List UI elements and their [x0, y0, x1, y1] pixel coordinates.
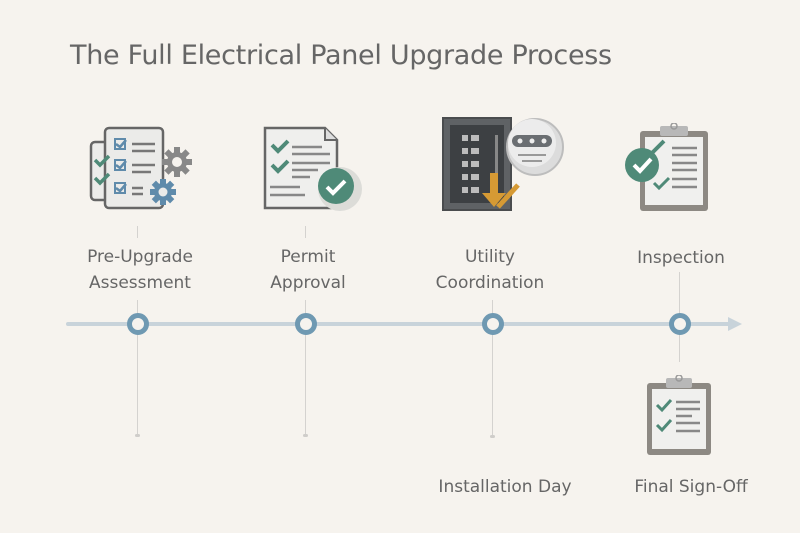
clipboard-check-icon: [625, 123, 708, 211]
connector-end: [490, 435, 495, 438]
label-line: Installation Day: [438, 477, 572, 497]
connector-line: [137, 226, 138, 238]
step-label-utility-coordination: Utility Coordination: [436, 244, 545, 296]
step-label-inspection: Inspection: [637, 245, 725, 271]
connector-end: [135, 434, 140, 437]
label-line: Utility: [464, 247, 516, 267]
label-line: Approval: [270, 273, 346, 293]
step-label-installation-day: Installation Day: [438, 474, 571, 500]
label-line: Inspection: [637, 248, 725, 268]
step-label-final-sign-off: Final Sign-Off: [634, 474, 747, 500]
timeline-node: [127, 313, 149, 335]
checklist-gears-icon: [89, 126, 192, 210]
connector-line: [137, 300, 138, 436]
label-line: Permit: [280, 247, 336, 267]
connector-line: [492, 300, 493, 437]
timeline-axis: [66, 322, 732, 326]
timeline-node: [669, 313, 691, 335]
connector-line: [305, 300, 306, 436]
label-line: Assessment: [89, 273, 191, 293]
page-title: The Full Electrical Panel Upgrade Proces…: [70, 40, 612, 71]
connector-line: [305, 226, 306, 238]
clipboard-checklist-icon: [647, 375, 711, 455]
step-label-pre-upgrade-assessment: Pre-Upgrade Assessment: [87, 244, 193, 296]
timeline-node: [295, 313, 317, 335]
timeline-node: [482, 313, 504, 335]
label-line: Coordination: [435, 273, 545, 293]
step-label-permit-approval: Permit Approval: [270, 244, 345, 296]
label-line: Pre-Upgrade: [87, 247, 193, 267]
electrical-panel-meter-icon: [442, 117, 564, 211]
arrow-right-icon: [728, 317, 742, 331]
approved-document-icon: [263, 126, 362, 211]
connector-end: [303, 434, 308, 437]
label-line: Final Sign-Off: [634, 477, 748, 497]
